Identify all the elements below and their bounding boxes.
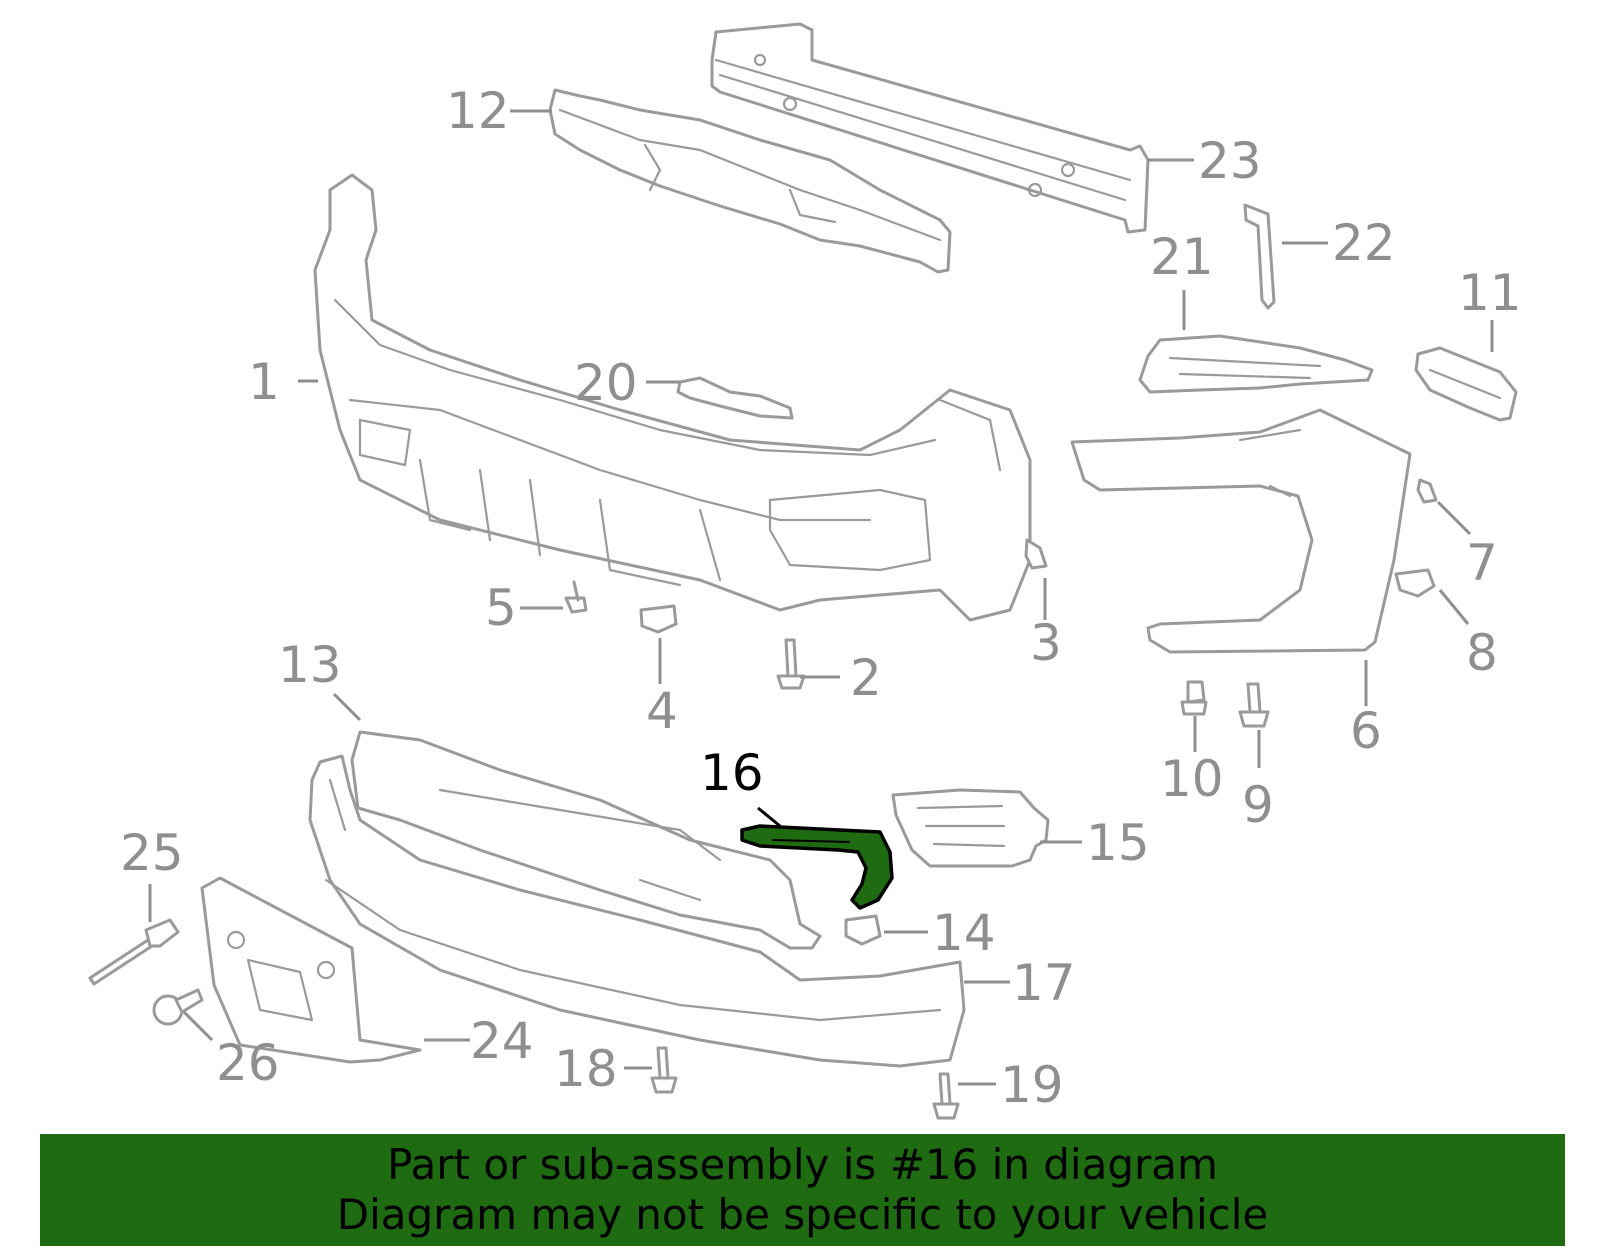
callout-9: 9 (1242, 776, 1274, 834)
callout-5: 5 (485, 579, 517, 637)
callout-6: 6 (1350, 702, 1382, 760)
callout-8: 8 (1466, 624, 1498, 682)
callout-10: 10 (1160, 750, 1224, 808)
callout-23: 23 (1198, 132, 1262, 190)
callouts: 1 2 3 4 5 6 7 8 9 10 11 12 13 14 15 16 1… (120, 82, 1522, 1114)
callout-16: 16 (700, 744, 764, 802)
part-22-bracket (1243, 203, 1276, 310)
callout-18: 18 (554, 1040, 618, 1098)
part-20-bracket (676, 376, 794, 420)
callout-14: 14 (932, 904, 996, 962)
part-1-face-bar (313, 173, 1032, 622)
part-16-highlighted[interactable] (740, 824, 894, 910)
callout-1: 1 (248, 353, 280, 411)
part-11-bracket (1414, 346, 1518, 422)
part-26-screw (152, 988, 204, 1026)
callout-24: 24 (470, 1012, 534, 1070)
callout-26: 26 (216, 1034, 280, 1092)
caption-line-2: Diagram may not be specific to your vehi… (336, 1190, 1269, 1239)
part-25-pin (88, 918, 180, 986)
callout-12: 12 (446, 82, 510, 140)
callout-20: 20 (574, 354, 638, 412)
callout-21: 21 (1150, 228, 1214, 286)
leader-lines (148, 109, 1494, 1086)
callout-3: 3 (1030, 614, 1062, 672)
fasteners (564, 478, 1438, 1120)
caption-banner: Part or sub-assembly is #16 in diagram D… (40, 1134, 1565, 1246)
callout-11: 11 (1458, 264, 1522, 322)
callout-15: 15 (1086, 814, 1150, 872)
callout-25: 25 (120, 824, 184, 882)
callout-22: 22 (1332, 214, 1396, 272)
callout-2: 2 (850, 649, 882, 707)
part-13-valance (350, 730, 822, 950)
part-23-impact-bar (710, 22, 1150, 234)
part-24-license-bracket (200, 876, 422, 1064)
callout-19: 19 (1000, 1056, 1064, 1114)
part-12-absorber (548, 88, 952, 274)
callout-4: 4 (646, 682, 678, 740)
caption-line-1: Part or sub-assembly is #16 in diagram (387, 1140, 1218, 1189)
part-21-bracket (1138, 334, 1374, 394)
callout-13: 13 (278, 636, 342, 694)
part-15-fog-bezel (891, 788, 1050, 868)
callout-7: 7 (1466, 534, 1498, 592)
part-17-lower-cover (308, 754, 966, 1068)
callout-17: 17 (1012, 954, 1076, 1012)
part-6-end-cap (1070, 408, 1412, 654)
